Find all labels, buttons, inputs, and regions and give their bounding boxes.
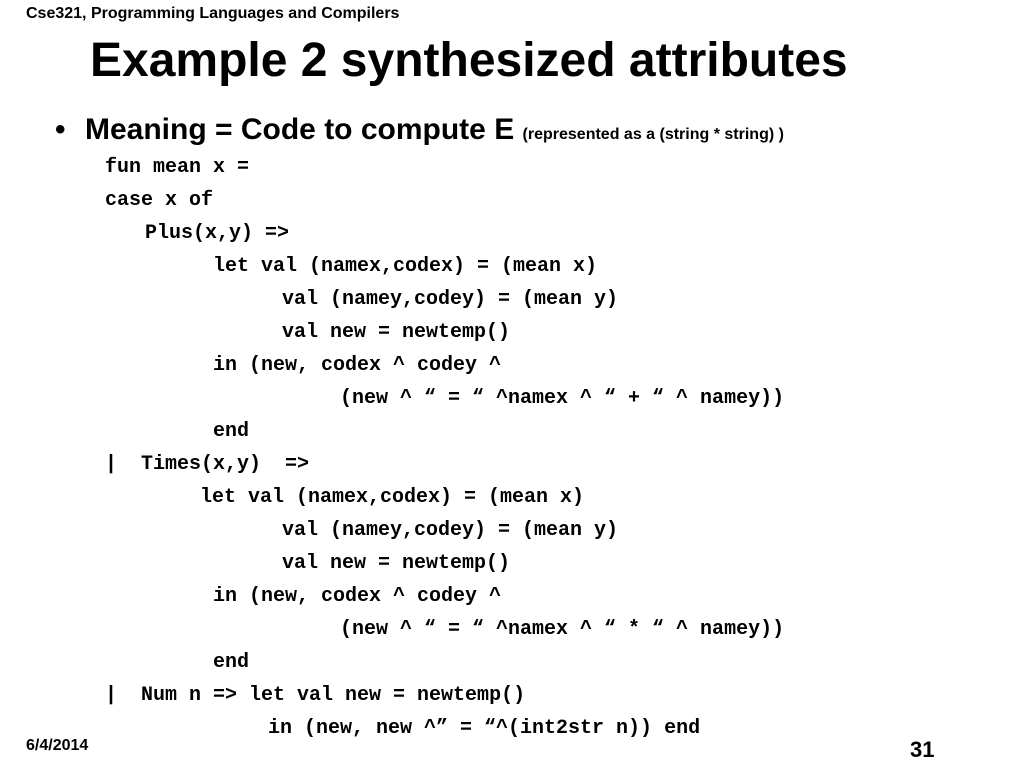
code-line: end: [213, 420, 250, 443]
course-header: Cse321, Programming Languages and Compil…: [26, 5, 400, 22]
code-line: let val (namex,codex) = (mean x): [200, 486, 585, 509]
code-line: in (new, codex ^ codey ^: [213, 354, 502, 377]
code-line: | Times(x,y) =>: [105, 453, 310, 476]
bullet-item: • Meaning = Code to compute E (represente…: [55, 110, 784, 155]
page-number: 31: [910, 737, 935, 762]
code-line: val (namey,codey) = (mean y): [282, 519, 619, 542]
slide-title: Example 2 synthesized attributes: [90, 34, 848, 87]
code-line: Plus(x,y) =>: [145, 222, 290, 245]
code-line: (new ^ “ = “ ^namex ^ “ * “ ^ namey)): [340, 618, 785, 641]
code-line: fun mean x =: [105, 156, 250, 179]
bullet-icon: •: [55, 113, 66, 146]
code-line: case x of: [105, 189, 214, 212]
code-line: val new = newtemp(): [282, 552, 511, 575]
code-line: in (new, new ^” = “^(int2str n)) end: [268, 717, 701, 740]
code-line: | Num n => let val new = newtemp(): [105, 684, 526, 707]
code-line: (new ^ “ = “ ^namex ^ “ + “ ^ namey)): [340, 387, 785, 410]
code-line: in (new, codex ^ codey ^: [213, 585, 502, 608]
code-line: val new = newtemp(): [282, 321, 511, 344]
footer-date: 6/4/2014: [26, 737, 89, 754]
code-line: val (namey,codey) = (mean y): [282, 288, 619, 311]
bullet-note-text: (represented as a (string * string) ): [522, 126, 784, 143]
code-line: end: [213, 651, 250, 674]
code-line: let val (namex,codex) = (mean x): [213, 255, 598, 278]
bullet-main-text: Meaning = Code to compute E: [85, 113, 523, 146]
